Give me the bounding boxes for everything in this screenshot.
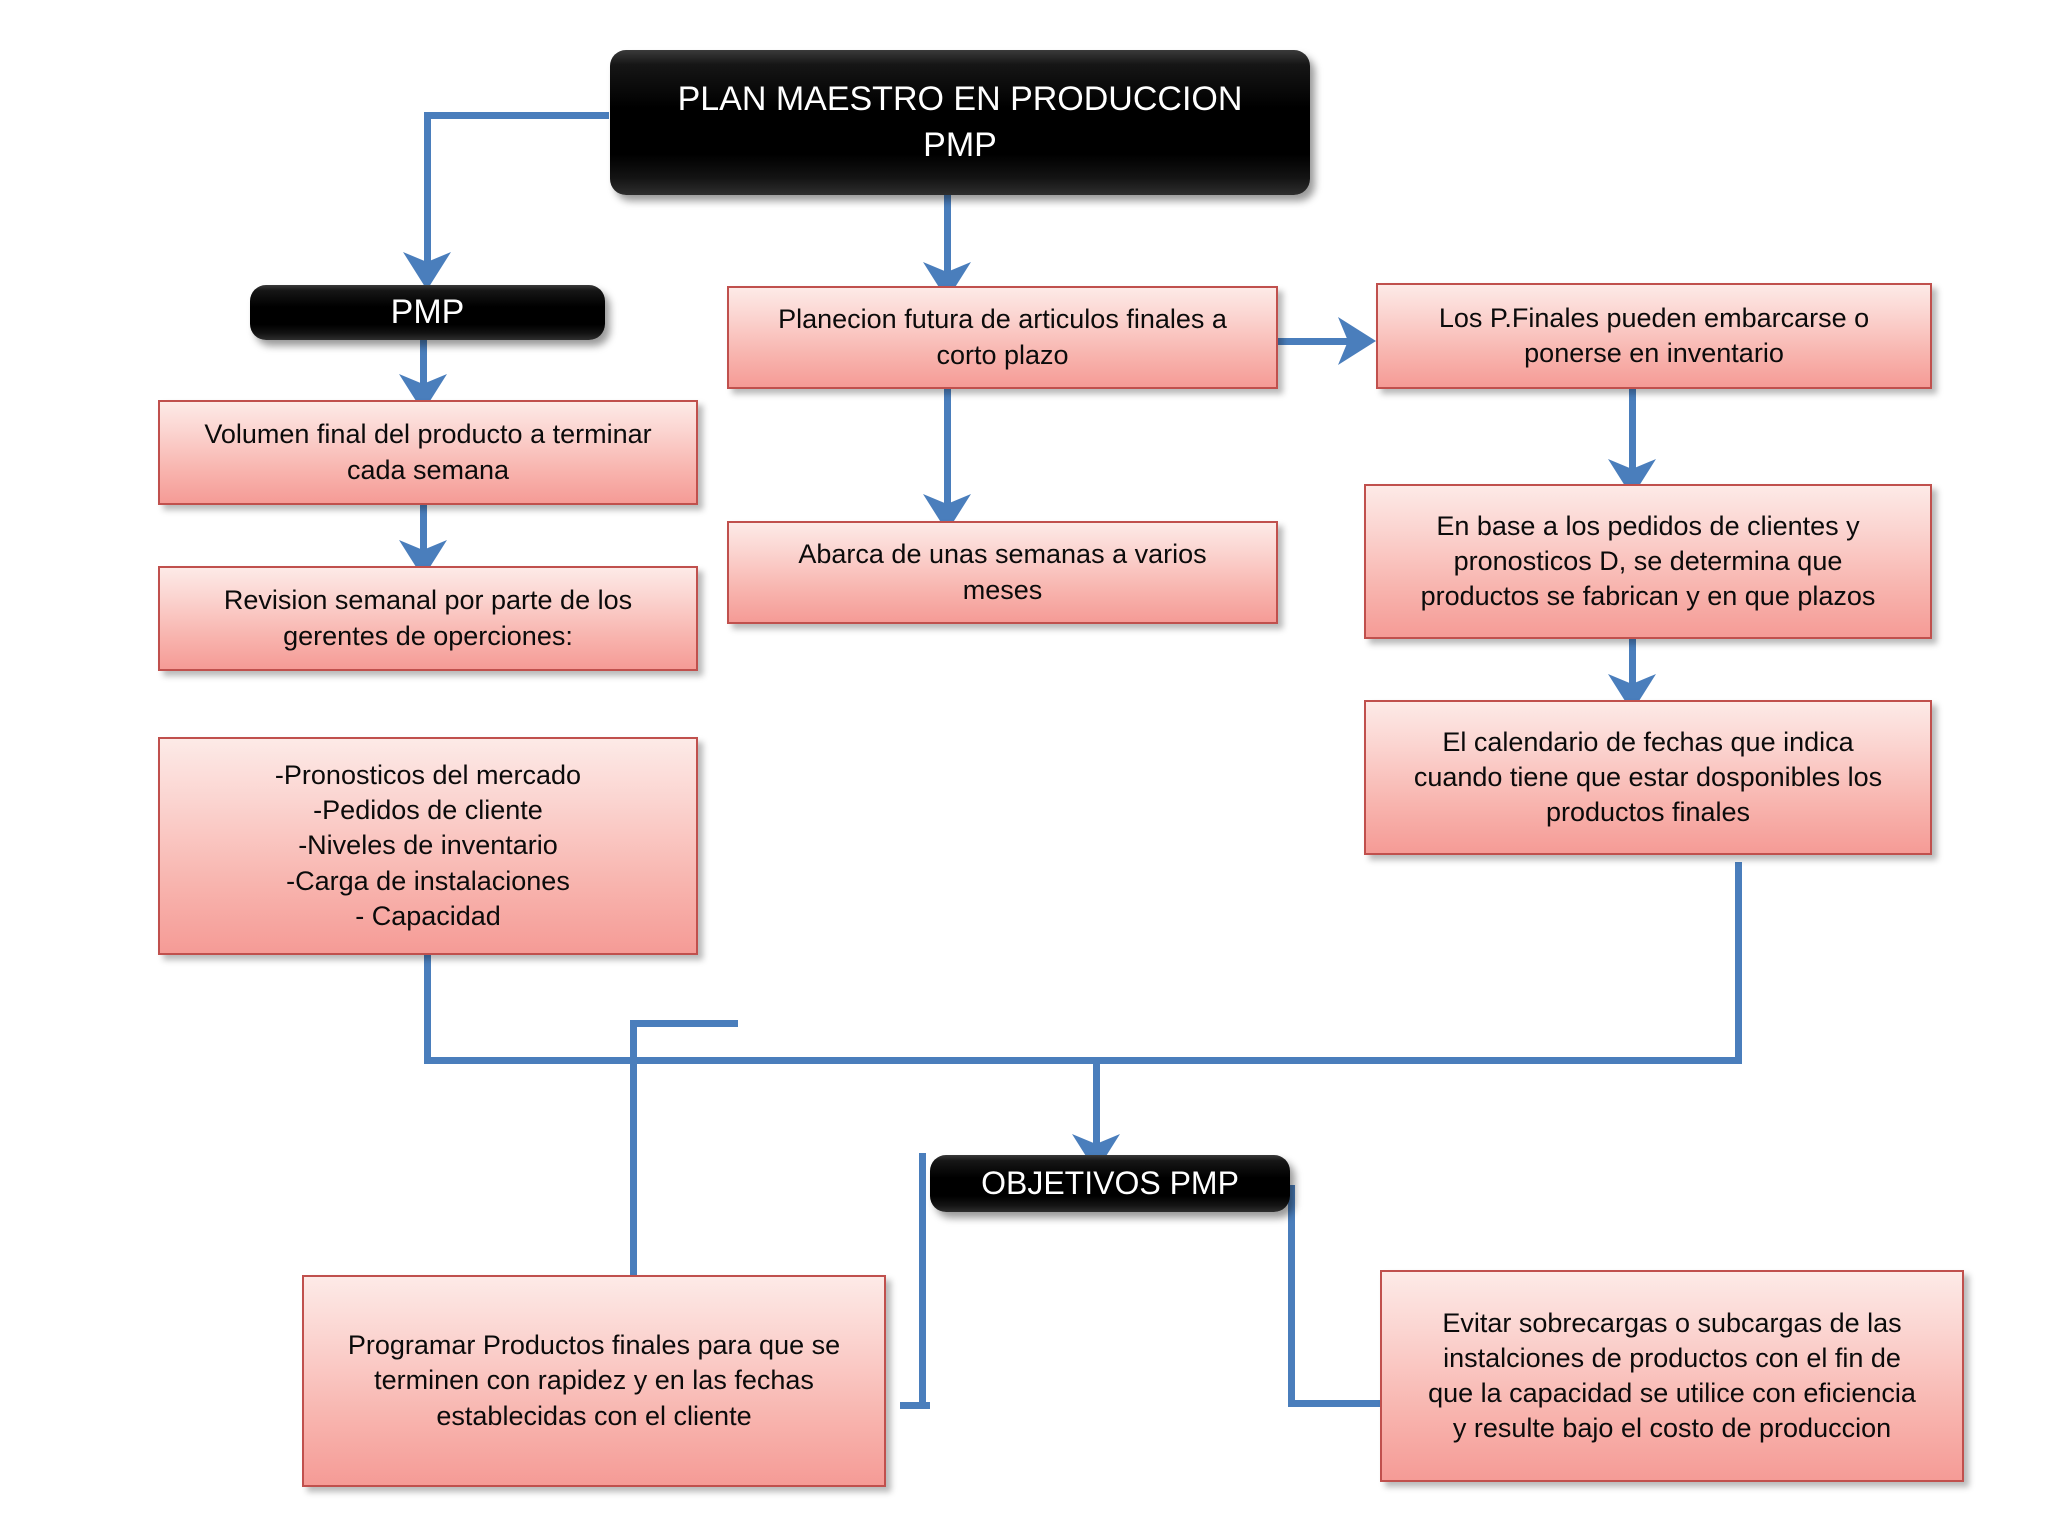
node-en-base-pedidos[interactable]: En base a los pedidos de clientes y pron…	[1364, 484, 1932, 639]
node-calendario-fechas[interactable]: El calendario de fechas que indica cuand…	[1364, 700, 1932, 855]
connector-planecion-to-abarca	[944, 389, 951, 521]
node-productos-finales[interactable]: Los P.Finales pueden embarcarse o poners…	[1376, 283, 1932, 389]
node-planecion-futura-line2: corto plazo	[936, 339, 1069, 370]
node-pmp-header[interactable]: PMP	[250, 285, 605, 340]
node-programar-productos-line1: Programar Productos finales para que se	[347, 1330, 841, 1361]
node-programar-productos-text: Programar Productos finales para que se …	[316, 1328, 872, 1433]
node-calendario-fechas-text: El calendario de fechas que indica cuand…	[1378, 725, 1918, 830]
node-evitar-sobrecargas-text: Evitar sobrecargas o subcargas de las in…	[1394, 1306, 1950, 1446]
node-objetivos-header[interactable]: OBJETIVOS PMP	[930, 1155, 1290, 1212]
connector-objetivos-left-vertical	[919, 1153, 926, 1409]
node-title-line1: PLAN MAESTRO EN PRODUCCION	[677, 79, 1243, 118]
node-calendario-fechas-line2: cuando tiene que estar dosponibles los	[1413, 761, 1883, 792]
connector-main-trunk	[424, 1057, 1742, 1064]
node-planecion-futura-line1: Planecion futura de articulos finales a	[778, 304, 1227, 335]
connector-objetivos-right-horizontal	[1288, 1400, 1383, 1407]
node-calendario-fechas-line1: El calendario de fechas que indica	[1442, 726, 1854, 757]
node-programar-productos[interactable]: Programar Productos finales para que se …	[302, 1275, 886, 1487]
node-calendario-fechas-line3: productos finales	[1545, 797, 1751, 828]
node-en-base-pedidos-line3: productos se fabrican y en que plazos	[1420, 581, 1876, 612]
node-revision-semanal-line2: gerentes de operciones:	[283, 620, 573, 651]
node-en-base-pedidos-line2: pronosticos D, se determina que	[1453, 545, 1843, 576]
node-programar-productos-line3: establecidas con el cliente	[436, 1400, 752, 1431]
connector-trunk-stub-horizontal	[630, 1020, 738, 1027]
node-volumen-final[interactable]: Volumen final del producto a terminar ca…	[158, 400, 698, 505]
connector-objetivos-right-vertical	[1288, 1185, 1295, 1407]
node-abarca-semanas-text: Abarca de unas semanas a varios meses	[741, 537, 1264, 607]
connector-trunk-to-programar	[630, 1057, 637, 1387]
node-title-text: PLAN MAESTRO EN PRODUCCION PMP	[610, 77, 1310, 169]
connector-title-to-pmp-horizontal	[424, 112, 609, 119]
node-productos-finales-text: Los P.Finales pueden embarcarse o poners…	[1390, 301, 1918, 371]
node-revision-semanal-line1: Revision semanal por parte de los	[223, 585, 633, 616]
node-evitar-sobrecargas-line1: Evitar sobrecargas o subcargas de las	[1442, 1307, 1902, 1338]
node-title[interactable]: PLAN MAESTRO EN PRODUCCION PMP	[610, 50, 1310, 195]
node-lista-insumos-line3: -Niveles de inventario	[298, 830, 558, 861]
connector-objetivos-left-horizontal	[900, 1402, 930, 1409]
node-abarca-semanas-line1: Abarca de unas semanas a varios	[798, 539, 1207, 570]
node-abarca-semanas[interactable]: Abarca de unas semanas a varios meses	[727, 521, 1278, 624]
connector-enbase-to-calendario	[1629, 639, 1636, 701]
node-en-base-pedidos-line1: En base a los pedidos de clientes y	[1436, 510, 1860, 541]
node-revision-semanal-text: Revision semanal por parte de los gerent…	[172, 583, 684, 653]
connector-trunk-to-objetivos	[1093, 1057, 1100, 1160]
node-volumen-final-line2: cada semana	[346, 454, 510, 485]
node-lista-insumos-line1: -Pronosticos del mercado	[274, 760, 582, 791]
node-lista-insumos-line5: - Capacidad	[355, 900, 501, 931]
node-evitar-sobrecargas-line4: y resulte bajo el costo de produccion	[1452, 1413, 1892, 1444]
node-productos-finales-line1: Los P.Finales pueden embarcarse o	[1438, 302, 1870, 333]
connector-lista-to-trunk	[424, 955, 431, 1060]
node-title-line2: PMP	[923, 125, 997, 164]
node-pmp-header-text: PMP	[390, 293, 465, 331]
node-objetivos-header-text: OBJETIVOS PMP	[981, 1165, 1239, 1201]
node-volumen-final-line1: Volumen final del producto a terminar	[204, 419, 652, 450]
node-en-base-pedidos-text: En base a los pedidos de clientes y pron…	[1378, 509, 1918, 614]
connector-title-to-planecion	[944, 194, 951, 282]
connector-trunk-stub-vertical	[630, 1020, 637, 1060]
node-planecion-futura[interactable]: Planecion futura de articulos finales a …	[727, 286, 1278, 389]
connector-title-to-pmp-vertical	[424, 112, 431, 264]
node-planecion-futura-text: Planecion futura de articulos finales a …	[741, 302, 1264, 372]
connector-planecion-to-pfinales	[1278, 338, 1364, 345]
connector-volumen-to-revision	[420, 505, 427, 567]
connector-pfinales-to-enbase	[1629, 389, 1636, 485]
node-evitar-sobrecargas[interactable]: Evitar sobrecargas o subcargas de las in…	[1380, 1270, 1964, 1482]
node-lista-insumos-line4: -Carga de instalaciones	[286, 865, 570, 896]
node-revision-semanal[interactable]: Revision semanal por parte de los gerent…	[158, 566, 698, 671]
node-evitar-sobrecargas-line3: que la capacidad se utilice con eficienc…	[1428, 1378, 1916, 1408]
node-evitar-sobrecargas-line2: instalciones de productos con el fin de	[1443, 1342, 1901, 1373]
connector-calendario-to-trunk	[1735, 862, 1742, 1060]
node-programar-productos-line2: terminen con rapidez y en las fechas	[374, 1365, 814, 1396]
node-lista-insumos-text: -Pronosticos del mercado -Pedidos de cli…	[172, 758, 684, 933]
node-volumen-final-text: Volumen final del producto a terminar ca…	[172, 417, 684, 487]
connector-pmp-to-volumen	[420, 338, 427, 400]
node-abarca-semanas-line2: meses	[962, 574, 1043, 605]
node-lista-insumos[interactable]: -Pronosticos del mercado -Pedidos de cli…	[158, 737, 698, 955]
node-productos-finales-line2: ponerse en inventario	[1524, 338, 1784, 368]
node-lista-insumos-line2: -Pedidos de cliente	[313, 795, 543, 826]
